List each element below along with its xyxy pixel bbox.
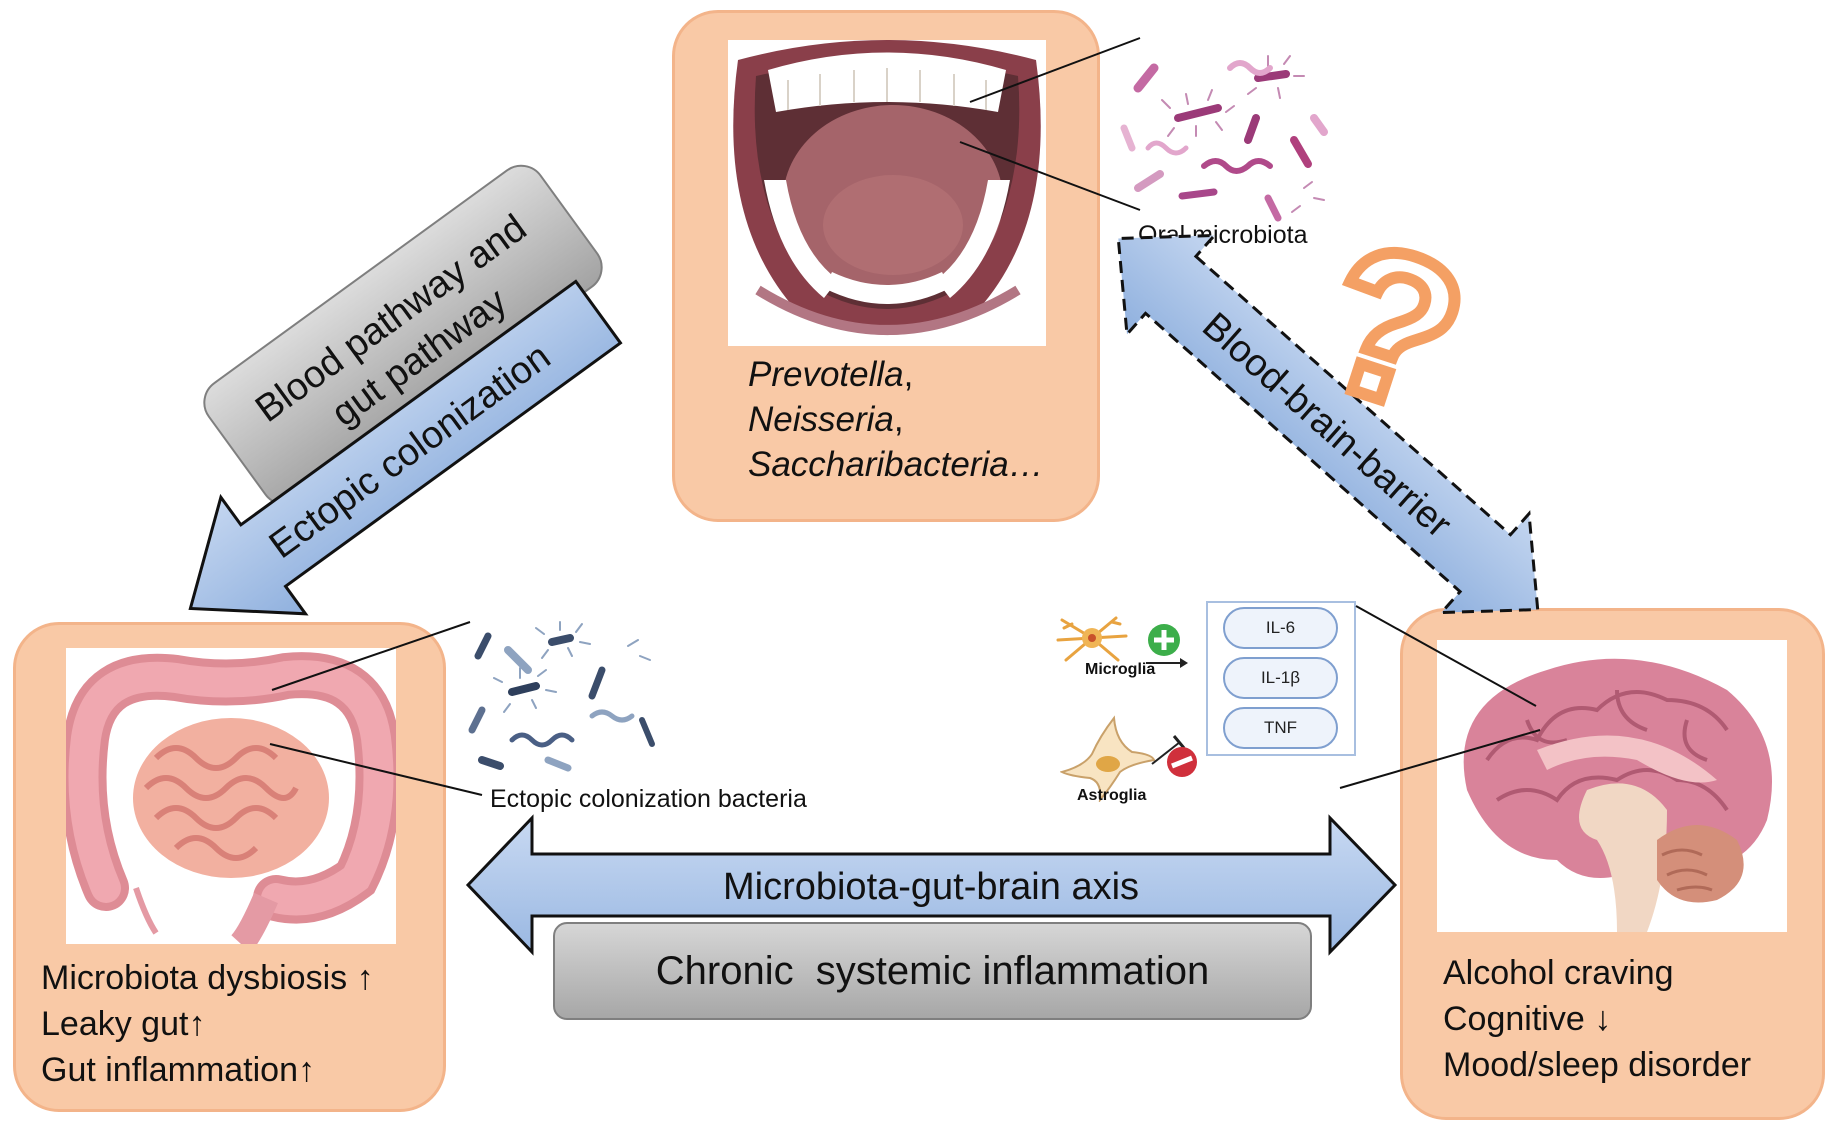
question-mark: ? [1295, 196, 1490, 459]
ectopic-bacteria-label: Ectopic colonization bacteria [490, 785, 807, 813]
genus-sep: , [893, 400, 904, 439]
leader-line [969, 37, 1141, 103]
genus-name: Saccharibacteria… [748, 445, 1044, 484]
microglia-icon [1056, 616, 1128, 662]
leader-line [269, 743, 483, 796]
activate-arrow-icon [1146, 658, 1188, 668]
genus-name: Neisseria [748, 400, 894, 439]
gut-bacteria-illustration [468, 621, 655, 772]
intestine-illustration [66, 648, 396, 944]
genus-sep: , [903, 355, 914, 394]
cytokine-name: IL-1β [1260, 668, 1301, 687]
axis-text: Microbiota-gut-brain axis [723, 866, 1139, 908]
astroglia-icon [1060, 715, 1156, 802]
leader-line [1339, 729, 1541, 789]
mouth-illustration [728, 40, 1046, 346]
activate-plus-icon [1148, 624, 1180, 656]
cytokine-pill: TNF [1223, 707, 1338, 749]
brain-illustration [1437, 640, 1787, 932]
cytokine-pill: IL-1β [1223, 657, 1338, 699]
microbiota-gut-brain-axis-arrow: Microbiota-gut-brain axis [465, 814, 1398, 956]
leader-line [959, 141, 1141, 211]
microglia-label: Microglia [1085, 661, 1156, 678]
inflammation-text: Chronic systemic inflammation [655, 948, 1210, 993]
cytokine-name: TNF [1263, 718, 1298, 737]
genus-name: Prevotella [748, 355, 904, 394]
brain-effect-item: Mood/sleep disorder [1443, 1046, 1752, 1084]
genus-item: Neisseria, [748, 397, 1044, 442]
inhibit-icon [1151, 735, 1197, 777]
leader-line [271, 621, 471, 691]
oral-genera-list: Prevotella, Neisseria, Saccharibacteria… [748, 352, 1044, 487]
gut-effect-item: Microbiota dysbiosis ↑ [41, 959, 374, 997]
genus-item: Saccharibacteria… [748, 442, 1044, 487]
cytokine-name: IL-6 [1265, 618, 1296, 637]
brain-effect-item: Alcohol craving [1443, 954, 1674, 992]
genus-item: Prevotella, [748, 352, 1044, 397]
inflammation-box: Chronic systemic inflammation [553, 922, 1312, 1020]
astroglia-label: Astroglia [1077, 787, 1147, 804]
leader-line [1355, 605, 1537, 707]
gut-effects-list: Microbiota dysbiosis ↑ Leaky gut↑ Gut in… [41, 955, 374, 1093]
brain-effect-item: Cognitive ↓ [1443, 1000, 1612, 1038]
oral-bacteria-illustration [1120, 55, 1328, 222]
gut-effect-item: Gut inflammation↑ [41, 1051, 315, 1089]
cytokine-pill: IL-6 [1223, 607, 1338, 649]
brain-effects-list: Alcohol craving Cognitive ↓ Mood/sleep d… [1443, 950, 1751, 1088]
gut-effect-item: Leaky gut↑ [41, 1005, 206, 1043]
